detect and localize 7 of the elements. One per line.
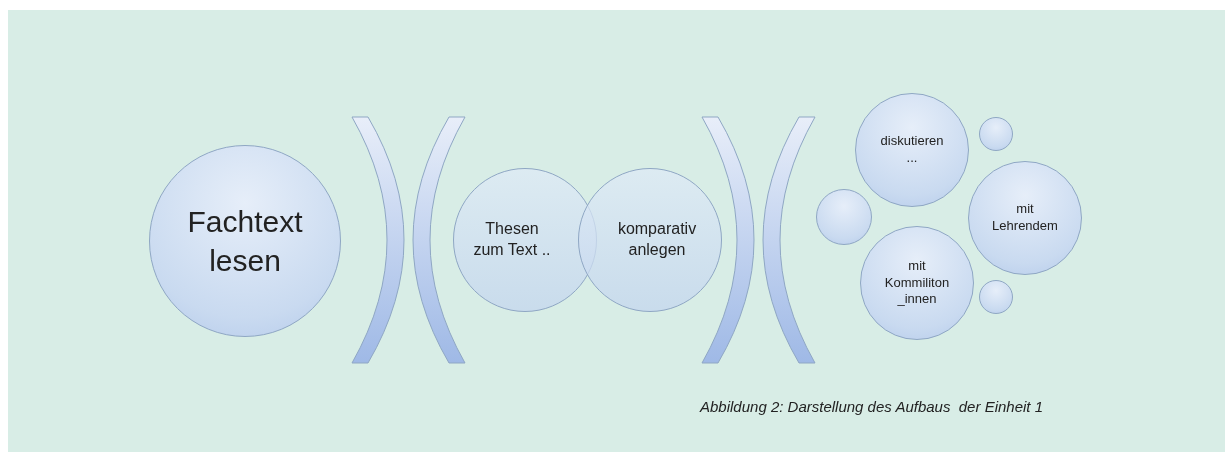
- node-label: mit Lehrendem: [991, 201, 1059, 235]
- node-label: komparativ anlegen: [616, 219, 698, 260]
- node-label: Fachtext lesen: [186, 204, 304, 279]
- figure-caption: Abbildung 2: Darstellung des Aufbaus der Einheit 1: [700, 398, 1043, 415]
- node-label: diskutieren ...: [879, 133, 945, 167]
- node-label: Thesen zum Text ..: [472, 219, 552, 260]
- node-label: mit Kommiliton_innen: [883, 257, 951, 309]
